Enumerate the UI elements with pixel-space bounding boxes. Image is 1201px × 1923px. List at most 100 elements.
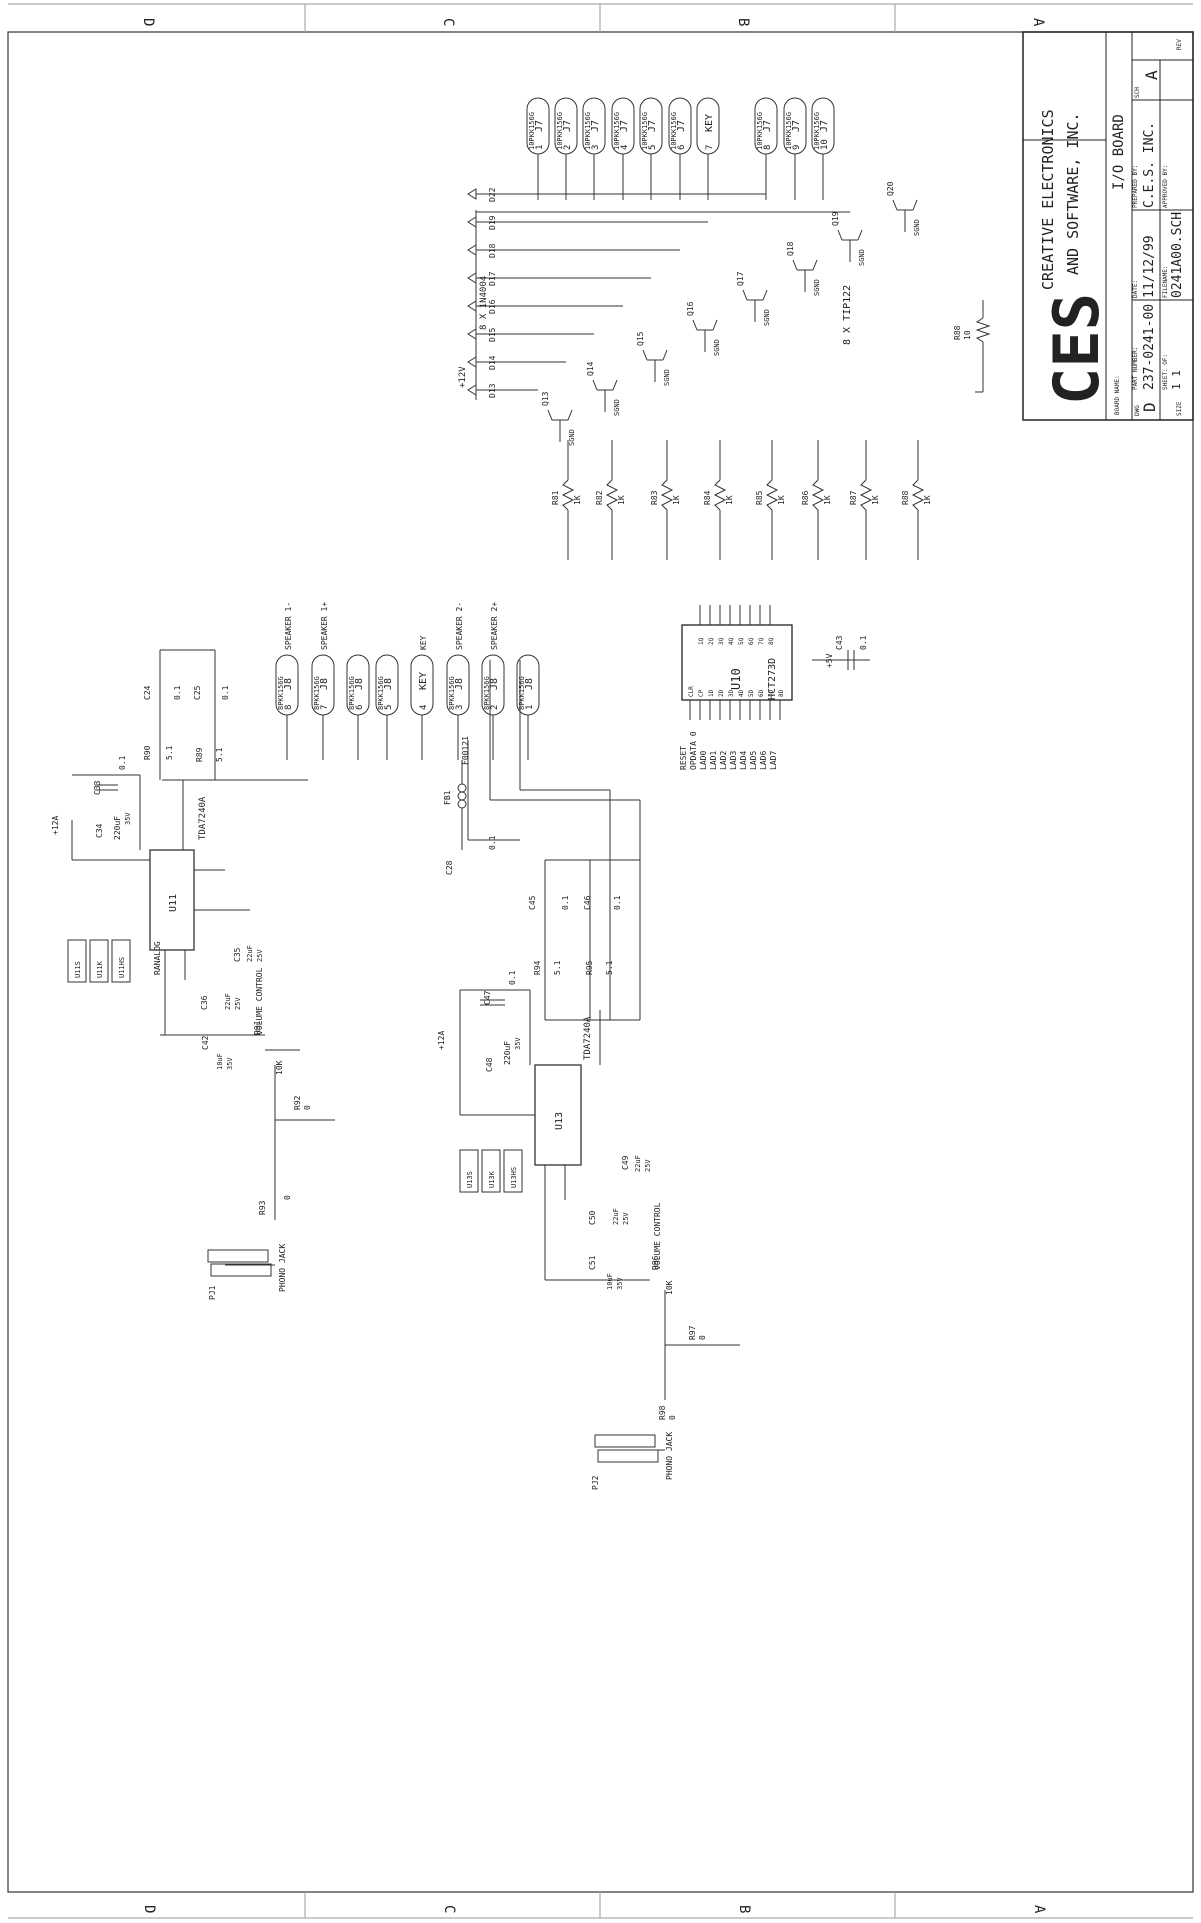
latch-pin-in: 1D xyxy=(708,689,715,697)
j8-pin-label: 8PKK156G xyxy=(348,676,356,710)
pot2-label: VOLUME CONTROL xyxy=(653,1202,662,1270)
resistor-val: 1K xyxy=(823,495,832,505)
transistor-ground: SGND xyxy=(813,279,821,296)
j7-pin-number: 1 xyxy=(535,145,545,150)
j7-pin-number: 3 xyxy=(591,145,601,150)
j7-pin-ref: J7 xyxy=(791,120,802,132)
latch-signal: OPDATA 0 xyxy=(689,731,698,770)
fb1-bead xyxy=(457,760,467,850)
j8-pin-number: 8 xyxy=(284,705,294,710)
pj2-jack xyxy=(594,1434,659,1463)
r96-val: 10K xyxy=(665,1280,674,1295)
r93-val: 0 xyxy=(283,1195,292,1200)
resistor-R85 xyxy=(765,479,779,511)
transistor-lead xyxy=(547,409,553,421)
latch-ref: U10 xyxy=(729,668,743,690)
j8-pin-number: 2 xyxy=(490,705,500,710)
transistor-lead xyxy=(837,229,843,241)
j8-net-label: SPEAKER 2+ xyxy=(490,602,499,650)
latch-signal: RESET xyxy=(679,746,688,770)
r89-val: 5.1 xyxy=(215,747,224,762)
resistor-R84 xyxy=(713,479,727,511)
mount-part xyxy=(89,939,109,983)
j8-pin-ref: J8 xyxy=(524,678,535,690)
c48-val: 220uF xyxy=(503,1041,512,1065)
j7-pin-ref: J7 xyxy=(676,120,687,132)
rev-label: REV xyxy=(1176,39,1183,50)
diode-ref: D22 xyxy=(488,187,497,202)
j7-pin-ref: J7 xyxy=(562,120,573,132)
j7-pin-number: 7 xyxy=(705,145,715,150)
pj2-label: PHONO JACK xyxy=(665,1432,674,1480)
transistor-ground: SGND xyxy=(713,339,721,356)
r91-ref: R91 xyxy=(253,1020,262,1035)
c34-val: 220uF xyxy=(113,816,122,840)
zone-bottom-1: D xyxy=(141,1905,157,1913)
c51-v: 35V xyxy=(616,1277,624,1290)
transistor-lead xyxy=(692,319,698,331)
c51-ref: C51 xyxy=(588,1255,597,1270)
transistor-lead xyxy=(857,229,863,241)
c43-cap xyxy=(812,650,870,670)
latch-signal: LAD1 xyxy=(709,751,718,770)
diode-ref: D17 xyxy=(488,271,497,286)
j7-pin-number: 2 xyxy=(563,145,573,150)
dwg-label: DWG xyxy=(1134,405,1141,416)
transistor-lead xyxy=(892,199,898,211)
supply-12v: +12V xyxy=(458,366,468,388)
resistor-ref: R87 xyxy=(849,490,858,505)
c45-ref: C45 xyxy=(528,895,537,910)
transistor-lead xyxy=(812,259,818,271)
j7-pin-number: 9 xyxy=(792,145,802,150)
c34-ref: C34 xyxy=(95,823,104,838)
c33-val: 0.1 xyxy=(118,755,127,770)
j7-pin-ref: J7 xyxy=(534,120,545,132)
transistor-ref: Q16 xyxy=(686,301,695,316)
j8-pin-ref: KEY xyxy=(418,672,429,690)
j7-pin-ref: J7 xyxy=(647,120,658,132)
c50-ref: C50 xyxy=(588,1210,597,1225)
resistor-val: 1K xyxy=(617,495,626,505)
c49-ref: C49 xyxy=(621,1155,630,1170)
latch-pin-in: 6D xyxy=(758,689,765,697)
resistor-val: 1K xyxy=(777,495,786,505)
latch-pin-in: CP xyxy=(698,689,705,697)
c49-v: 25V xyxy=(644,1159,652,1172)
j7-pin-label: 10PKK156G xyxy=(756,112,764,150)
prepared-by: C.E.S. INC. xyxy=(1142,122,1157,208)
j7-pin-label: 10PKK156G xyxy=(813,112,821,150)
fb1-val: F00121 xyxy=(461,736,470,765)
j7-pin-number: 5 xyxy=(648,145,658,150)
prepared-label: PREPARED BY: xyxy=(1132,165,1139,208)
r-sgnd-ref: R88 xyxy=(953,325,962,340)
filename-label: FILENAME: xyxy=(1162,265,1169,298)
latch-pin-in: CLR xyxy=(688,686,695,697)
c47-ref: C47 xyxy=(483,990,492,1005)
mount-part xyxy=(67,939,87,983)
transistor-ref: Q15 xyxy=(636,331,645,346)
u11-part: TDA7240A xyxy=(198,796,208,840)
c42-val: 10uF xyxy=(216,1053,224,1070)
pot1-label: VOLUME CONTROL xyxy=(255,967,264,1035)
j7-pin-number: 4 xyxy=(620,145,630,150)
latch-signal: LAD6 xyxy=(759,751,768,770)
j8-pin-ref: J8 xyxy=(354,678,365,690)
c47-val: 0.1 xyxy=(508,970,517,985)
r98-ref: R98 xyxy=(658,1405,667,1420)
resistor-ref: R88 xyxy=(901,490,910,505)
transistor-ground: SGND xyxy=(613,399,621,416)
latch-signal: LAD3 xyxy=(729,751,738,770)
part-number: 237-0241-00 xyxy=(1142,304,1157,390)
j7-pin-label: 10PKK156G xyxy=(556,112,564,150)
latch-pin-out: 3Q xyxy=(718,637,725,645)
r93-ref: R93 xyxy=(258,1200,267,1215)
transistor-ref: Q20 xyxy=(886,181,895,196)
transistor-note: 8 X TIP122 xyxy=(842,285,853,345)
c24-ref: C24 xyxy=(143,685,152,700)
resistor-R82 xyxy=(605,479,619,511)
j7-pin-ref: J7 xyxy=(619,120,630,132)
transistor-lead xyxy=(567,409,573,421)
